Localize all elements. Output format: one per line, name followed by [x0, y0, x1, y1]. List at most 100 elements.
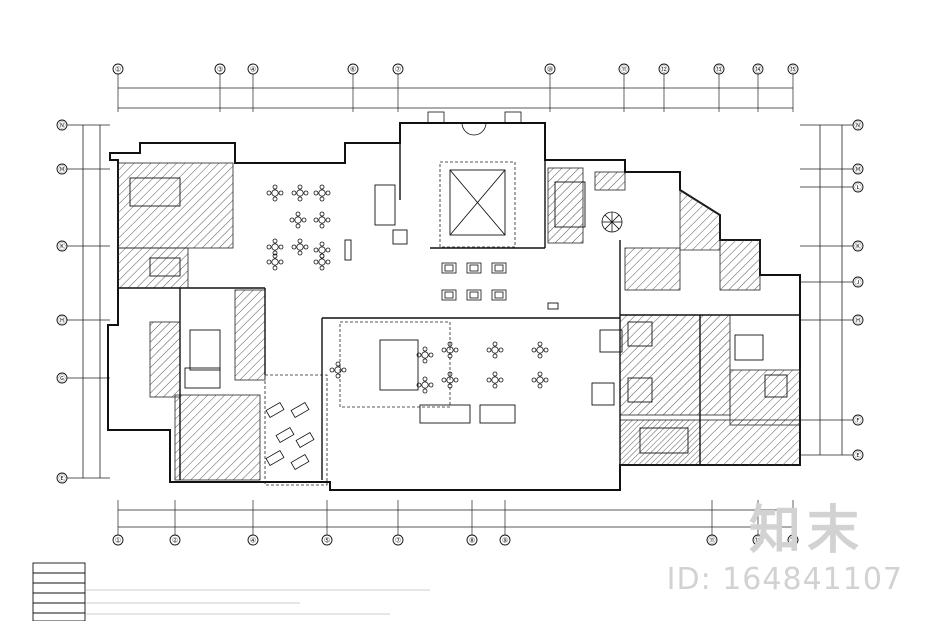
dining-table-5	[265, 449, 285, 467]
title-block	[32, 562, 430, 621]
cafe-table-4	[289, 211, 307, 229]
axis-bottom-7: ⑨	[499, 500, 511, 546]
svg-text:Ⓚ: Ⓚ	[59, 243, 66, 251]
axis-top-10: ⑭	[752, 63, 764, 112]
svg-text:①: ①	[115, 537, 121, 545]
lounge-table-3	[531, 341, 549, 359]
hall-seat-2	[466, 262, 482, 274]
svg-text:Ⓗ: Ⓗ	[855, 317, 862, 325]
svg-text:⑫: ⑫	[661, 66, 668, 74]
svg-text:④: ④	[250, 537, 256, 545]
lounge-chair-2	[627, 321, 653, 347]
hall-seat-6	[491, 289, 507, 301]
svg-text:Ⓛ: Ⓛ	[855, 184, 862, 192]
hall-seat-1	[441, 262, 457, 274]
axis-bottom-10: ⑮	[787, 500, 799, 546]
axis-left-2: Ⓜ	[56, 163, 110, 175]
axis-top-4: ⑥	[347, 63, 359, 112]
hall-seat-3	[491, 262, 507, 274]
bottom-dimension-line	[118, 509, 793, 528]
svg-text:⑪: ⑪	[621, 66, 628, 74]
service-blocks	[117, 162, 801, 481]
axis-right-3: Ⓛ	[800, 181, 864, 193]
axis-top-5: ⑦	[392, 63, 404, 112]
cafe-table-6	[266, 238, 284, 256]
cafe-table-5	[313, 211, 331, 229]
sofa-set-center	[379, 339, 419, 391]
svg-text:⑩: ⑩	[547, 66, 553, 74]
axis-top-11: ⑮	[787, 63, 799, 112]
room-table-2	[149, 257, 181, 277]
axis-top-8: ⑫	[658, 63, 670, 112]
watermark-logo: 知末	[748, 501, 865, 561]
spiral-stair	[601, 211, 623, 233]
axis-right-6: Ⓗ	[800, 314, 864, 326]
column-1	[392, 229, 408, 245]
axis-left-5: Ⓖ	[56, 372, 110, 384]
svg-text:Ⓜ: Ⓜ	[855, 166, 862, 174]
svg-text:①: ①	[115, 66, 121, 74]
entrance-doors	[427, 111, 522, 136]
room-table-3	[189, 329, 221, 371]
svg-text:⑪: ⑪	[709, 537, 716, 545]
interior-walls	[118, 143, 800, 480]
axis-bottom-1: ①	[112, 500, 124, 546]
svg-text:Ⓝ: Ⓝ	[59, 122, 66, 130]
lounge-table-4	[441, 371, 459, 389]
axis-grid: ① ③ ④ ⑥ ⑦ ⑩ ⑪ ⑫ ⑬ ⑭ ⑮ ① ② ④ ⑤ ⑦ ⑧ ⑨ ⑪ ⑬ ⑮ Ⓝ Ⓜ Ⓚ Ⓗ Ⓖ Ⓔ Ⓝ Ⓜ Ⓛ Ⓚ Ⓙ Ⓗ Ⓕ Ⓔ	[56, 63, 864, 546]
svg-text:Ⓚ: Ⓚ	[855, 243, 862, 251]
axis-top-6: ⑩	[544, 63, 556, 112]
dining-table-6	[290, 453, 310, 471]
room-table-1	[129, 177, 181, 207]
svg-text:⑮: ⑮	[790, 537, 797, 545]
svg-text:⑦: ⑦	[395, 66, 401, 74]
side-table-2	[416, 346, 434, 364]
svg-text:Ⓖ: Ⓖ	[59, 375, 66, 383]
lounge-chair-3	[591, 382, 615, 406]
axis-right-2: Ⓜ	[800, 163, 864, 175]
svg-text:⑭: ⑭	[755, 66, 762, 74]
svg-text:②: ②	[172, 537, 178, 545]
watermark-id: ID: 164841107	[666, 562, 903, 597]
cafe-table-1	[266, 184, 284, 202]
axis-bottom-6: ⑧	[466, 500, 478, 546]
display-counter	[479, 404, 516, 424]
svg-text:⑥: ⑥	[350, 66, 356, 74]
axis-left-4: Ⓗ	[56, 314, 110, 326]
dining-table-2	[290, 401, 310, 419]
svg-text:⑤: ⑤	[324, 537, 330, 545]
svg-text:Ⓝ: Ⓝ	[855, 122, 862, 130]
office-desk-2	[764, 374, 788, 398]
hall-seat-5	[466, 289, 482, 301]
svg-text:Ⓗ: Ⓗ	[59, 317, 66, 325]
central-skylight	[449, 169, 506, 236]
axis-bottom-2: ②	[169, 500, 181, 546]
lounge-table-6	[531, 371, 549, 389]
svg-text:Ⓔ: Ⓔ	[59, 475, 66, 483]
axis-bottom-4: ⑤	[321, 500, 333, 546]
axis-left-1: Ⓝ	[56, 119, 110, 131]
svg-text:Ⓜ: Ⓜ	[59, 166, 66, 174]
cafe-table-8	[313, 241, 331, 259]
cafe-table-2	[291, 184, 309, 202]
svg-text:③: ③	[217, 66, 223, 74]
axis-right-1: Ⓝ	[800, 119, 864, 131]
svg-text:Ⓙ: Ⓙ	[855, 279, 862, 287]
side-table-3	[416, 376, 434, 394]
axis-right-7: Ⓕ	[800, 414, 864, 426]
axis-top-1: ①	[112, 63, 124, 112]
room-table-4	[184, 367, 221, 389]
axis-top-9: ⑬	[713, 63, 725, 112]
lounge-chair-4	[627, 377, 653, 403]
top-dimension-line	[118, 87, 793, 109]
dining-table-1	[265, 401, 285, 419]
axis-top-2: ③	[214, 63, 226, 112]
svg-text:⑦: ⑦	[395, 537, 401, 545]
axis-bottom-9: ⑬	[752, 500, 764, 546]
axis-top-3: ④	[247, 63, 259, 112]
axis-right-8: Ⓔ	[800, 449, 864, 461]
svg-text:⑬: ⑬	[716, 66, 723, 74]
svg-text:⑨: ⑨	[502, 537, 508, 545]
right-dimension-line	[819, 125, 843, 455]
